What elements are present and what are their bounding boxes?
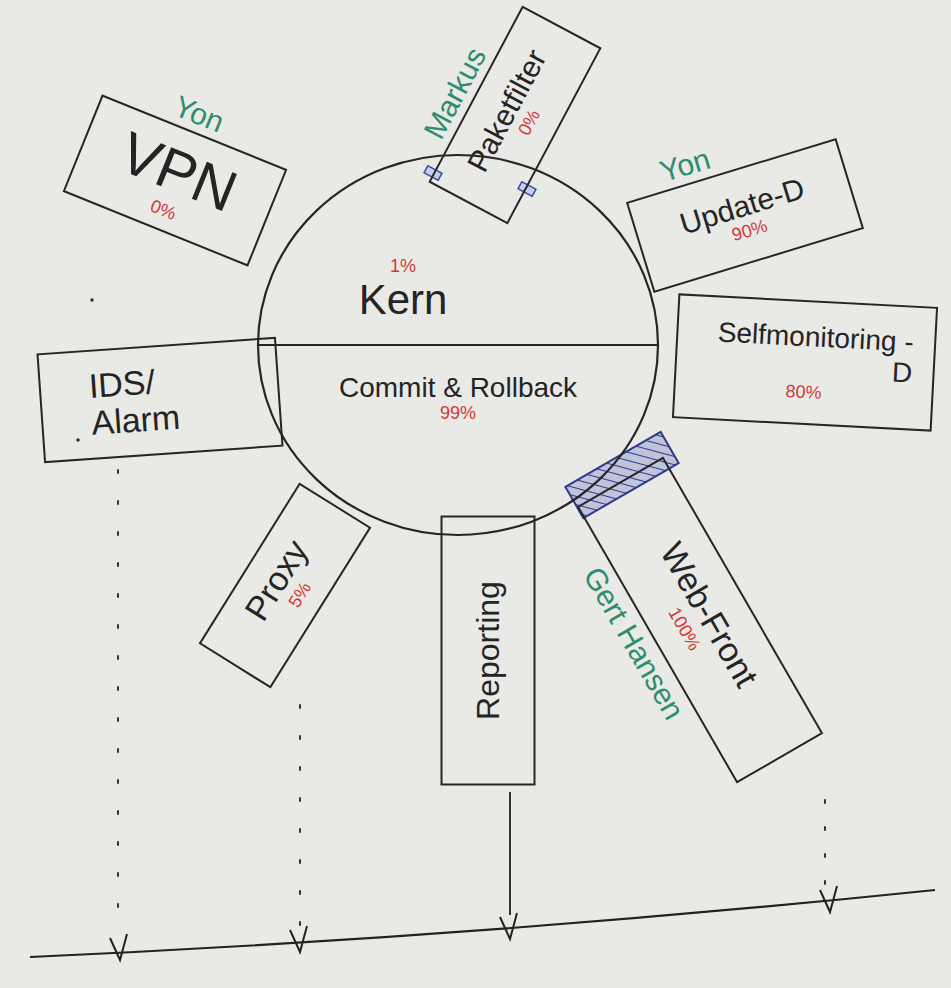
timeline-axis	[30, 890, 935, 957]
dot	[76, 438, 80, 442]
circle-arc	[258, 345, 658, 535]
check-mark	[110, 934, 127, 960]
check-mark	[820, 886, 837, 912]
component-label: IDS/ Alarm	[88, 358, 233, 442]
box-content: Commit & Rollback99%	[258, 345, 658, 535]
dotted-guide	[117, 470, 119, 930]
box-content: IDS/ Alarm	[39, 339, 282, 461]
owner-name: Yon	[656, 141, 714, 187]
component-box: Reporting	[441, 515, 536, 785]
box-content: Proxy5%	[201, 485, 368, 686]
owner-name: Yon	[169, 88, 228, 138]
guide-line	[509, 792, 511, 915]
progress-percent: 99%	[440, 404, 476, 424]
dot	[90, 298, 94, 302]
dotted-guide	[299, 705, 301, 925]
component-box: IDS/ Alarm	[36, 337, 283, 463]
circle-half: Kern1%	[258, 155, 658, 345]
check-mark	[290, 926, 307, 952]
component-box: Web-Front100%Gert Hansen	[577, 456, 824, 783]
circle-half: Commit & Rollback99%	[258, 345, 658, 535]
hatched-marker	[565, 432, 678, 518]
check-mark	[500, 913, 517, 939]
circle-arc	[258, 155, 658, 345]
dotted-guide	[824, 800, 826, 892]
box-content: Selfmonitoring -D80%	[674, 295, 936, 429]
blue-marker	[424, 166, 442, 181]
component-label: VPN	[111, 119, 245, 223]
component-label: Proxy	[238, 533, 316, 627]
box-content: Kern1%	[258, 155, 658, 345]
component-box: VPN0%Yon	[63, 94, 288, 266]
component-label: Kern	[359, 277, 448, 323]
component-box: Selfmonitoring -D80%	[672, 293, 938, 431]
component-label: Reporting	[470, 581, 505, 720]
circle-outline	[258, 155, 658, 345]
component-box: Update-D90%Yon	[626, 137, 864, 292]
blue-marker	[518, 182, 536, 197]
progress-percent: 1%	[390, 257, 416, 277]
box-content: Reporting	[443, 517, 534, 783]
component-label: Commit & Rollback	[339, 373, 577, 404]
progress-percent: 80%	[785, 382, 822, 404]
component-label: Selfmonitoring -D	[697, 316, 915, 389]
component-box: Proxy5%	[199, 482, 372, 688]
